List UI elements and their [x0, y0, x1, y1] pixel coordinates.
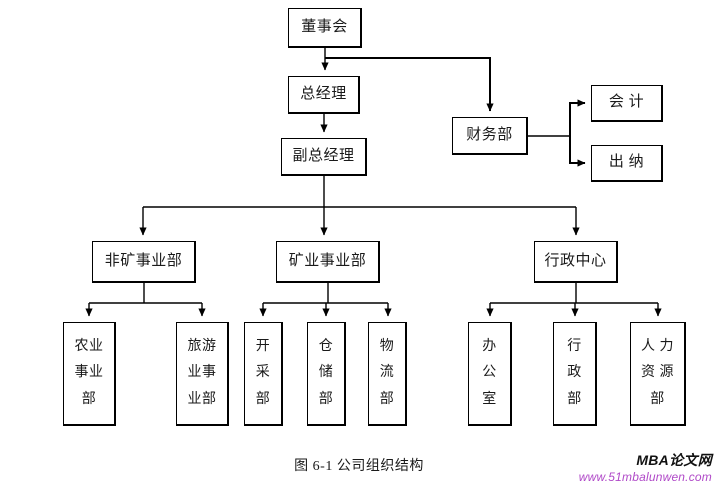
- node-label: 行 政 部: [567, 338, 582, 407]
- node-general-manager: 总经理: [288, 76, 360, 114]
- node-warehouse-department: 仓 储 部: [307, 322, 346, 426]
- watermark-url: www.51mbalunwen.com: [578, 469, 712, 484]
- edge-junction-to-accounting: [569, 99, 586, 136]
- node-tourism-division: 旅游 业事 业部: [176, 322, 229, 426]
- watermark: MBA论文网 www.51mbalunwen.com: [579, 452, 712, 485]
- node-label: 董事会: [301, 18, 348, 35]
- figure-caption: 图 6-1 公司组织结构: [294, 459, 424, 474]
- node-cashier: 出 纳: [591, 145, 663, 182]
- node-finance-department: 财务部: [452, 117, 528, 155]
- edge-junction-to-cashier: [569, 136, 586, 167]
- node-label: 矿业事业部: [288, 252, 367, 269]
- node-deputy-general-manager: 副总经理: [281, 138, 367, 176]
- node-accounting: 会 计: [591, 85, 663, 122]
- node-label: 财务部: [466, 126, 513, 143]
- node-label: 农业 事业 部: [74, 338, 104, 407]
- node-label: 出 纳: [608, 154, 645, 171]
- node-label: 仓 储 部: [318, 338, 334, 407]
- node-label: 会 计: [608, 94, 645, 111]
- node-label: 旅游 业事 业部: [187, 338, 217, 407]
- node-agriculture-division: 农业 事业 部: [63, 322, 116, 426]
- node-non-mining-division: 非矿事业部: [92, 241, 196, 283]
- node-label: 办 公 室: [482, 338, 497, 407]
- node-human-resources-department: 人 力 资 源 部: [630, 322, 686, 426]
- node-mining-division: 矿业事业部: [276, 241, 380, 283]
- node-board-of-directors: 董事会: [288, 8, 362, 48]
- node-administration-department: 行 政 部: [553, 322, 597, 426]
- node-label: 总经理: [300, 85, 347, 102]
- node-extraction-department: 开 采 部: [244, 322, 283, 426]
- node-label: 人 力 资 源 部: [641, 338, 674, 407]
- node-label: 非矿事业部: [104, 252, 183, 269]
- node-label: 副总经理: [292, 147, 355, 164]
- edge-board-to-finance: [325, 57, 494, 112]
- node-office: 办 公 室: [468, 322, 512, 426]
- node-logistics-department: 物 流 部: [368, 322, 407, 426]
- watermark-title: MBA论文网: [636, 452, 712, 468]
- node-label: 开 采 部: [255, 338, 271, 407]
- node-label: 物 流 部: [379, 338, 395, 407]
- node-label: 行政中心: [544, 252, 607, 269]
- node-administrative-center: 行政中心: [534, 241, 618, 283]
